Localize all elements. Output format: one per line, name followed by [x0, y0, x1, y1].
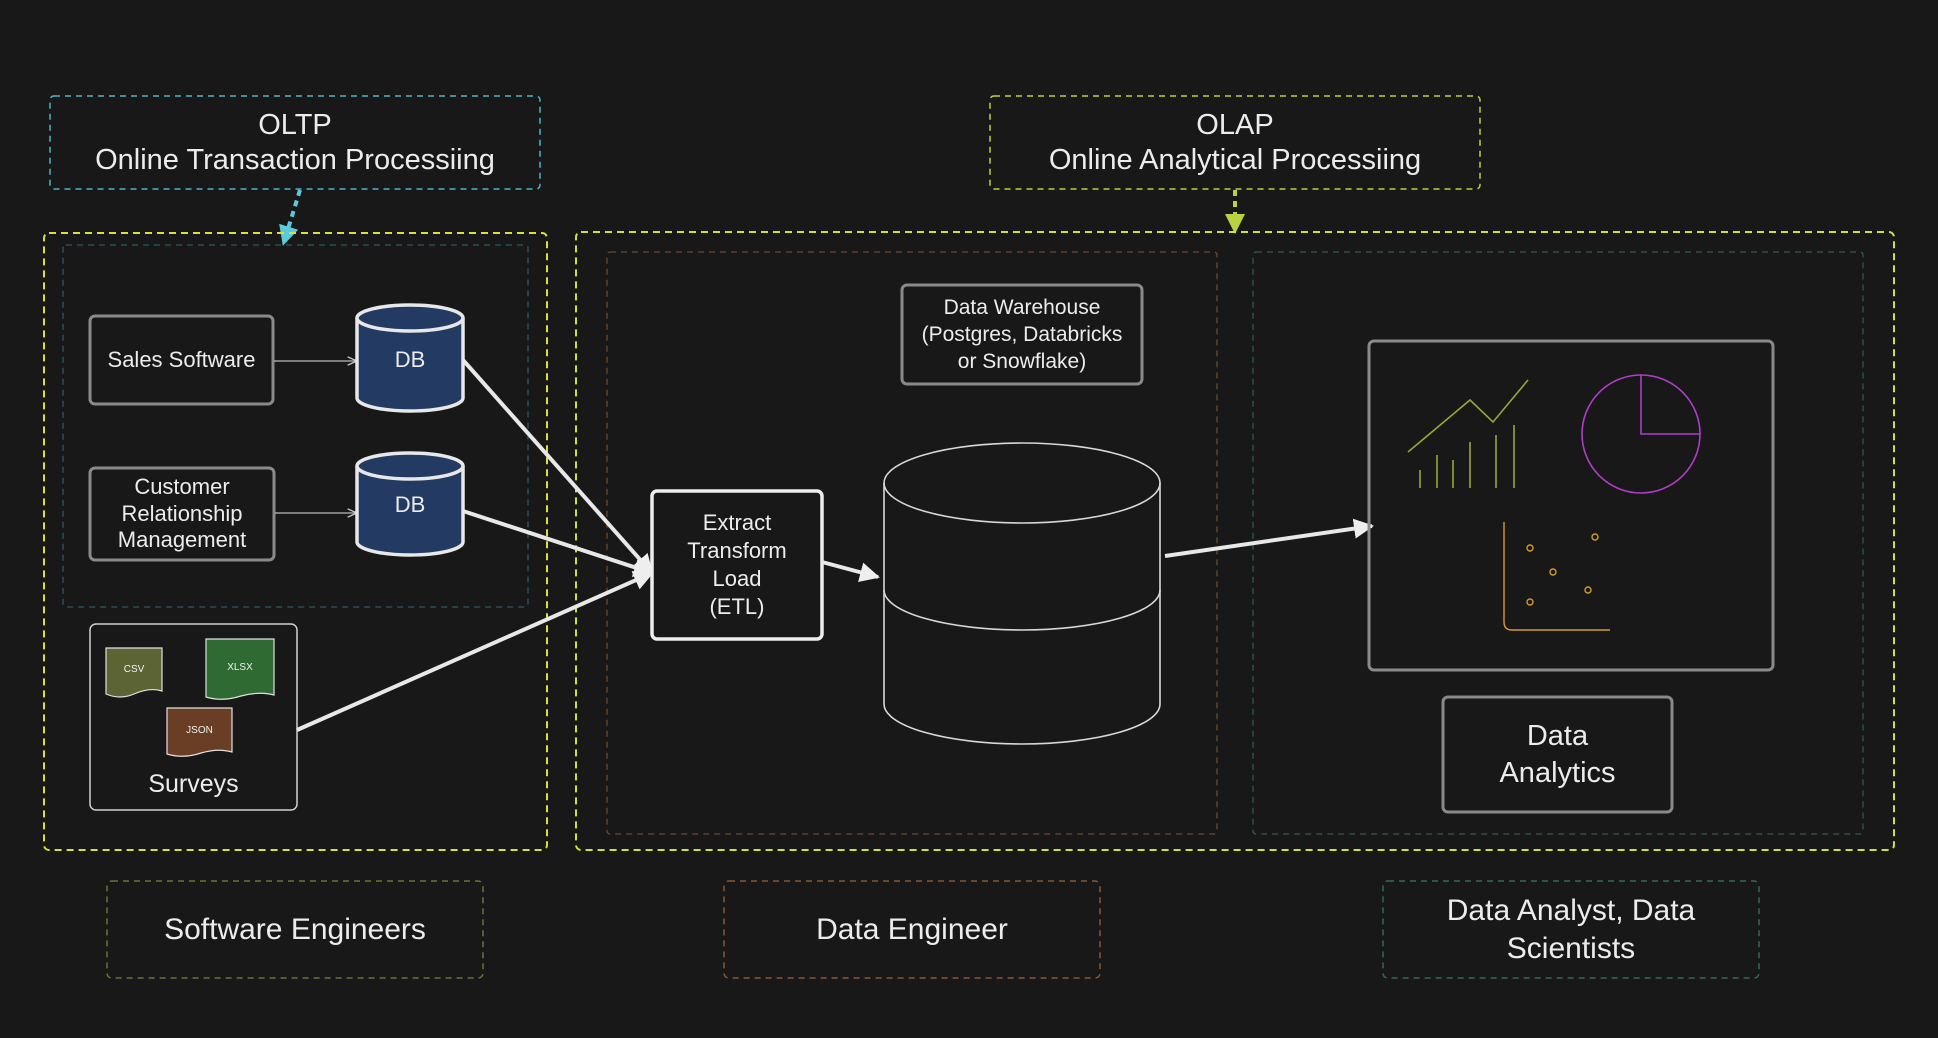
scatter-plot-icon — [1503, 522, 1610, 631]
json-label: JSON — [186, 725, 213, 736]
xlsx-label: XLSX — [227, 662, 253, 673]
data-engineer-border — [723, 880, 1101, 979]
olap-header-border — [989, 95, 1481, 190]
analyst-zone — [1252, 251, 1864, 835]
db2-to-etl-arrow — [462, 509, 654, 577]
sales-software-box — [88, 314, 275, 406]
olap-header: OLAP Online Analytical Processiing — [1048, 108, 1422, 176]
dashboard-box — [1367, 339, 1775, 672]
data-warehouse-label: Data Warehouse (Postgres, Databricks or … — [921, 295, 1123, 374]
oltp-header-border — [49, 95, 541, 190]
csv-label: CSV — [123, 664, 145, 675]
line-chart-icon — [1407, 379, 1529, 488]
crm-label: Customer Relationship Management — [117, 474, 247, 553]
json-file-icon — [166, 707, 233, 757]
csv-file-icon — [105, 647, 163, 698]
etl-to-warehouse-arrow — [821, 560, 880, 583]
etl-label: Extract Transform Load (ETL) — [687, 509, 787, 620]
sales-software-label: Sales Software — [107, 346, 256, 372]
db-label-1: DB — [394, 346, 426, 372]
software-engineers-border — [106, 880, 484, 979]
xlsx-file-icon — [205, 638, 275, 700]
oltp-group-border — [43, 232, 548, 851]
db-cylinder-2 — [355, 451, 465, 557]
etl-box — [650, 489, 824, 641]
data-analysts-border — [1382, 880, 1760, 979]
olap-group-border — [575, 231, 1895, 851]
data-warehouse-label-box — [900, 283, 1144, 386]
surveys-to-etl-arrow — [296, 571, 654, 732]
data-engineer-label: Data Engineer — [816, 912, 1008, 946]
oltp-header: OLTP Online Transaction Processiing — [95, 108, 495, 176]
warehouse-cylinder — [883, 442, 1161, 745]
crm-box — [88, 466, 276, 562]
db-cylinder-1 — [355, 303, 465, 413]
warehouse-to-dashboard-arrow — [1164, 518, 1374, 558]
data-analysts-label: Data Analyst, Data Scientists — [1446, 894, 1696, 965]
oltp-inner-group — [62, 244, 529, 608]
surveys-label: Surveys — [148, 770, 239, 798]
data-analytics-box — [1441, 695, 1674, 814]
surveys-box — [89, 623, 298, 811]
db-label-2: DB — [394, 491, 426, 517]
data-engineer-zone — [606, 251, 1218, 835]
db1-to-etl-arrow — [461, 358, 654, 575]
oltp-connector-arrow — [279, 189, 302, 246]
pie-chart-icon — [1581, 374, 1701, 494]
software-engineers-label: Software Engineers — [164, 912, 426, 946]
data-analytics-label: Data Analytics — [1499, 720, 1616, 789]
